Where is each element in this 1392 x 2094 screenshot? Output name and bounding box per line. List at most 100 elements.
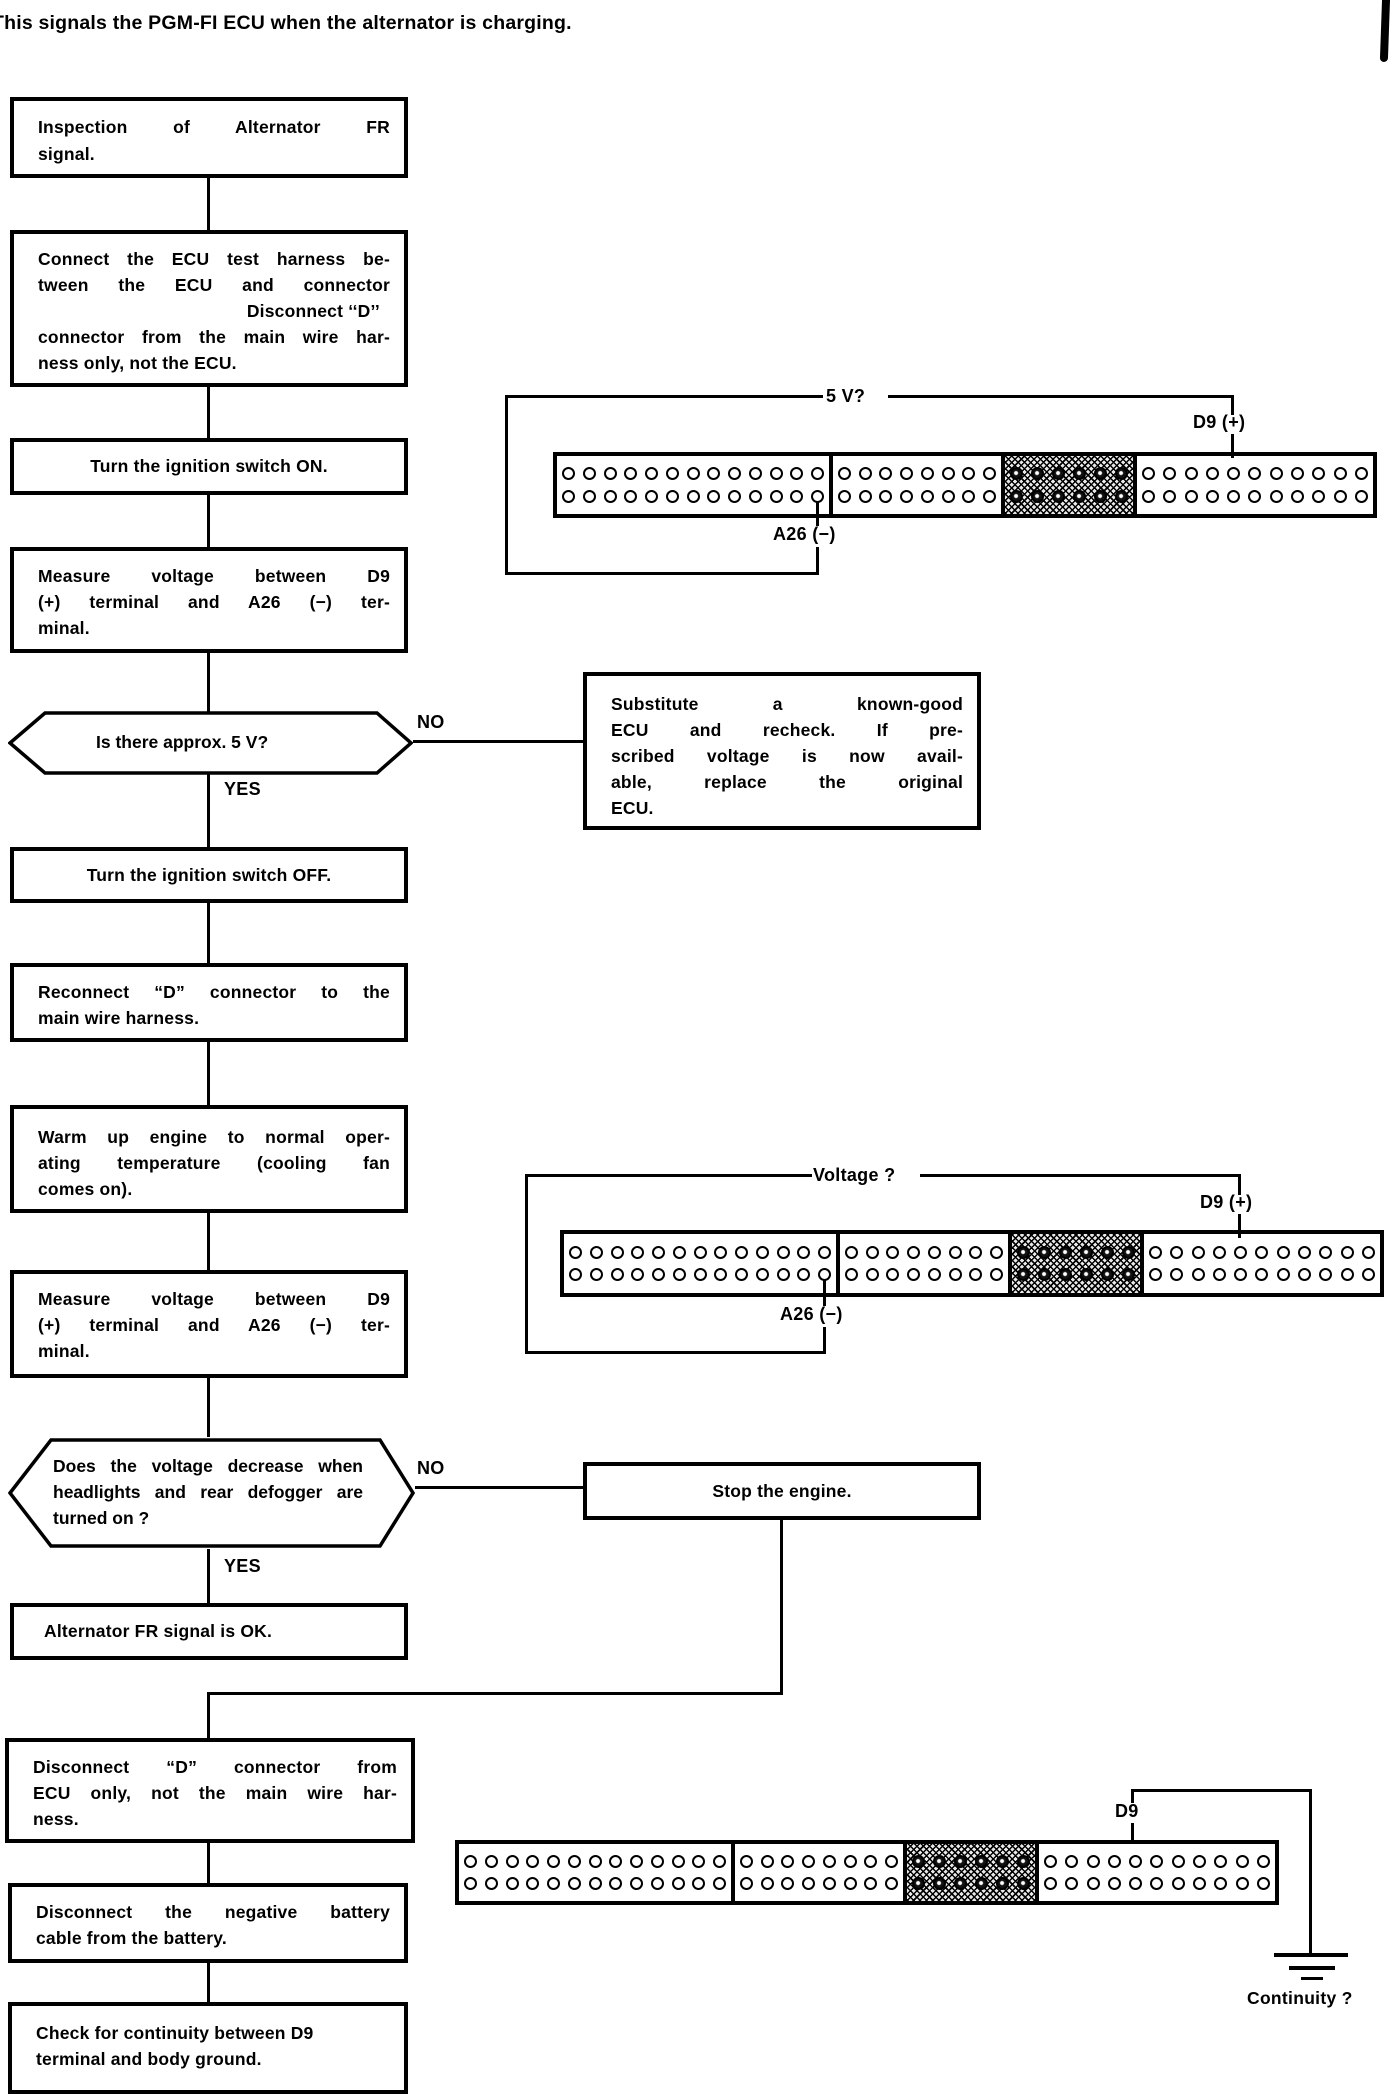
connector-pin xyxy=(1150,1877,1164,1890)
connector-pin xyxy=(569,1268,582,1282)
connector-pin xyxy=(864,1855,878,1868)
step-ignition-on: Turn the ignition switch ON. xyxy=(10,438,408,495)
connector-pin xyxy=(975,1855,988,1868)
connector-pin xyxy=(1234,1245,1248,1259)
pin-row xyxy=(845,1245,1003,1259)
connector-pin xyxy=(1142,467,1155,481)
connector-pin xyxy=(526,1877,540,1890)
connector-pin xyxy=(1333,489,1347,503)
connector-pin xyxy=(884,1855,898,1868)
connector-pin xyxy=(692,1855,706,1868)
connector-pin xyxy=(1086,1877,1100,1890)
connector-pin xyxy=(1235,1877,1249,1890)
connector-pin xyxy=(1094,489,1107,503)
probe-bracket-line xyxy=(816,547,819,575)
connector-pin xyxy=(713,1877,726,1890)
connector-pin xyxy=(900,489,914,503)
connector-pin xyxy=(948,1245,962,1259)
pin-row xyxy=(1010,467,1128,481)
stop-engine-return-line xyxy=(207,1692,783,1695)
connector-section xyxy=(459,1844,735,1901)
pin-row xyxy=(562,489,824,503)
connector-pin xyxy=(645,489,658,503)
connector-pin xyxy=(969,1245,983,1259)
connector-pin xyxy=(728,467,741,481)
connector-pin xyxy=(1094,467,1107,481)
connector-pin xyxy=(665,467,679,481)
connector-pin xyxy=(790,467,804,481)
connector-pin xyxy=(1212,1268,1226,1282)
pin-row xyxy=(1010,489,1128,503)
connector-pin xyxy=(624,467,638,481)
connector-pin xyxy=(886,1268,900,1282)
connector-pin xyxy=(1171,1877,1185,1890)
pin-pointer-line xyxy=(823,1280,826,1306)
connector-pin xyxy=(740,1877,753,1890)
connector-pin xyxy=(1080,1268,1093,1282)
connector-pin xyxy=(989,1245,1003,1259)
connector-pin xyxy=(1184,489,1198,503)
pin-row xyxy=(838,489,996,503)
pin-row xyxy=(1044,1877,1270,1890)
connector-pin xyxy=(845,1245,858,1259)
connector-pin xyxy=(686,489,700,503)
flow-line xyxy=(207,1378,210,1437)
connector-pin xyxy=(526,1855,540,1868)
connector-pin xyxy=(982,489,996,503)
connector-pin xyxy=(1149,1268,1162,1282)
connector-pin xyxy=(1171,1855,1185,1868)
connector-pin xyxy=(907,1268,921,1282)
connector-pin xyxy=(505,1877,519,1890)
connector-pin xyxy=(1212,1245,1226,1259)
connector-pin xyxy=(1101,1245,1114,1259)
connector-pin xyxy=(671,1877,685,1890)
connector-pin xyxy=(610,1245,624,1259)
connector-pin xyxy=(1248,467,1262,481)
pin-row xyxy=(1149,1268,1375,1282)
pin-row xyxy=(464,1855,726,1868)
connector-pin xyxy=(900,467,914,481)
probe-bracket-line xyxy=(505,572,819,575)
flow-line xyxy=(207,903,210,963)
connector-pin xyxy=(797,1245,811,1259)
pin-label-a26-negative: A26 (−) xyxy=(773,524,836,544)
connector-pin xyxy=(1010,489,1023,503)
flow-line xyxy=(207,653,210,713)
connector-pin xyxy=(1269,489,1283,503)
connector-pin xyxy=(631,1268,645,1282)
connector-pin xyxy=(760,1877,774,1890)
ecu-connector-diagram-voltage xyxy=(560,1230,1384,1297)
hexagon-shape xyxy=(8,1438,415,1548)
ground-symbol xyxy=(1301,1977,1323,1980)
connector-pin xyxy=(1214,1877,1228,1890)
connector-pin xyxy=(1191,1245,1205,1259)
connector-section xyxy=(735,1844,907,1901)
flow-line xyxy=(207,1843,210,1883)
connector-pin xyxy=(603,467,617,481)
connector-pin xyxy=(1361,1245,1375,1259)
connector-pin xyxy=(1122,1268,1135,1282)
pin-row xyxy=(569,1245,831,1259)
connector-pin xyxy=(879,467,893,481)
pin-row xyxy=(1142,467,1368,481)
connector-section xyxy=(833,456,1005,514)
connector-pin xyxy=(843,1877,857,1890)
connector-pin xyxy=(610,1268,624,1282)
connector-pin xyxy=(884,1877,898,1890)
pin-row xyxy=(1149,1245,1375,1259)
connector-pin xyxy=(1234,1268,1248,1282)
connector-pin xyxy=(735,1245,748,1259)
connector-pin xyxy=(588,1877,602,1890)
decision-approx-5v-text: Is there approx. 5 V? xyxy=(96,732,269,752)
connector-pin xyxy=(484,1877,498,1890)
flow-line xyxy=(207,1213,210,1270)
connector-pin xyxy=(1149,1245,1162,1259)
connector-pin xyxy=(797,1268,811,1282)
connector-pin xyxy=(748,467,762,481)
connector-pin xyxy=(755,1245,769,1259)
connector-pin xyxy=(1163,467,1177,481)
pin-label-d9: D9 xyxy=(1115,1801,1139,1821)
